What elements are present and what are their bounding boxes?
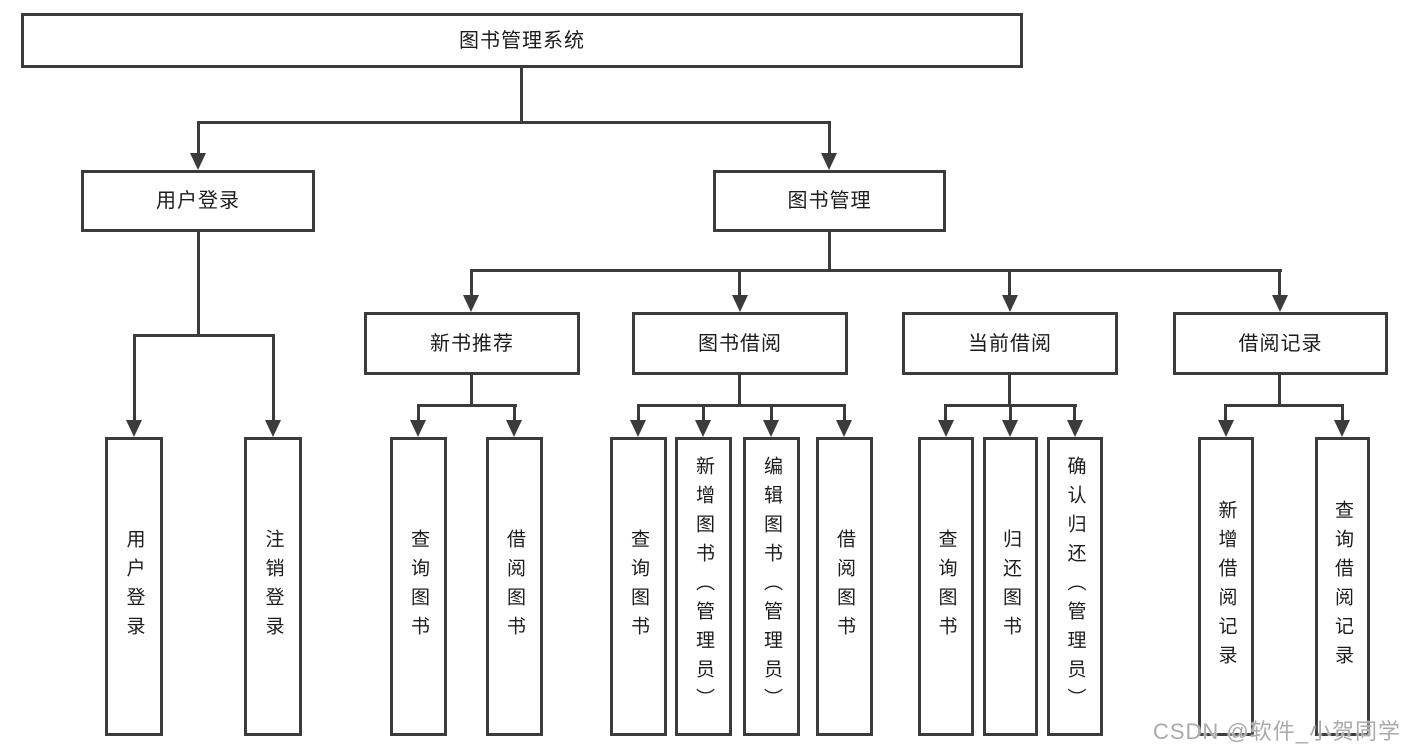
leaf-add-books-admin: 新增图书（管理员）: [675, 437, 732, 736]
connector-drop-leaf: [1009, 404, 1012, 421]
connector-drop-current: [1008, 269, 1011, 296]
node-book-borrowing: 图书借阅: [632, 312, 848, 375]
arrow-down-icon: [463, 295, 479, 312]
connector-hline: [637, 404, 846, 407]
connector-user-login-stub: [197, 232, 200, 337]
arrow-down-icon: [410, 420, 426, 437]
connector-drop-leaf: [513, 404, 516, 421]
node-book-management: 图书管理: [713, 170, 946, 232]
arrow-down-icon: [265, 420, 281, 437]
node-library-management-system: 图书管理系统: [21, 13, 1023, 68]
leaf-query-books-recommend: 查询图书: [390, 437, 447, 736]
arrow-down-icon: [1218, 420, 1234, 437]
connector-drop-leaf: [702, 404, 705, 421]
connector-drop-records: [1278, 269, 1281, 296]
arrow-down-icon: [190, 153, 206, 170]
connector-stub: [1278, 375, 1281, 406]
arrow-down-icon: [821, 153, 837, 170]
connector-hline: [1224, 404, 1344, 407]
connector-l2-hline: [470, 269, 1282, 272]
connector-stub: [470, 375, 473, 406]
connector-drop-book-mgmt: [828, 121, 831, 154]
arrow-down-icon: [938, 420, 954, 437]
arrow-down-icon: [1002, 420, 1018, 437]
arrow-down-icon: [630, 420, 646, 437]
leaf-return-books: 归还图书: [983, 437, 1038, 736]
leaf-borrow-books-recommend: 借阅图书: [486, 437, 543, 736]
arrow-down-icon: [763, 420, 779, 437]
connector-drop-user-login: [197, 121, 200, 154]
connector-user-login-hline: [133, 334, 275, 337]
leaf-edit-books-admin: 编辑图书（管理员）: [743, 437, 800, 736]
leaf-query-books-borrow: 查询图书: [610, 437, 667, 736]
arrow-down-icon: [1002, 295, 1018, 312]
node-current-borrowing: 当前借阅: [902, 312, 1118, 375]
connector-drop-leaf: [1341, 404, 1344, 421]
arrow-down-icon: [506, 420, 522, 437]
connector-drop-leaf: [417, 404, 420, 421]
leaf-user-login: 用户登录: [105, 437, 163, 736]
leaf-query-books-current: 查询图书: [918, 437, 974, 736]
node-new-book-recommendation: 新书推荐: [364, 312, 580, 375]
arrow-down-icon: [1272, 295, 1288, 312]
node-user-login: 用户登录: [81, 170, 315, 232]
arrow-down-icon: [1334, 420, 1350, 437]
csdn-watermark: CSDN @软件_小贺同学: [1152, 719, 1401, 744]
arrow-down-icon: [1067, 420, 1083, 437]
connector-drop-leaf: [133, 334, 136, 421]
connector-root-stub: [520, 68, 523, 122]
node-borrowing-records: 借阅记录: [1173, 312, 1388, 375]
leaf-query-borrow-record: 查询借阅记录: [1315, 437, 1370, 736]
connector-drop-leaf: [944, 404, 947, 421]
arrow-down-icon: [695, 420, 711, 437]
arrow-down-icon: [732, 295, 748, 312]
connector-drop-leaf: [1224, 404, 1227, 421]
leaf-logout: 注销登录: [244, 437, 302, 736]
leaf-borrow-books: 借阅图书: [816, 437, 873, 736]
connector-drop-leaf: [272, 334, 275, 421]
arrow-down-icon: [836, 420, 852, 437]
leaf-add-borrow-record: 新增借阅记录: [1198, 437, 1254, 736]
connector-book-mgmt-stub: [828, 232, 831, 272]
connector-hline: [417, 404, 517, 407]
leaf-confirm-return-admin: 确认归还（管理员）: [1047, 437, 1103, 736]
connector-drop-leaf: [637, 404, 640, 421]
connector-l1-hline: [197, 121, 831, 124]
connector-drop-book-borrow: [738, 269, 741, 296]
connector-stub: [1008, 375, 1011, 406]
connector-stub: [738, 375, 741, 406]
connector-drop-leaf: [843, 404, 846, 421]
arrow-down-icon: [126, 420, 142, 437]
connector-drop-new-book: [470, 269, 473, 296]
connector-drop-leaf: [1073, 404, 1076, 421]
connector-drop-leaf: [770, 404, 773, 421]
